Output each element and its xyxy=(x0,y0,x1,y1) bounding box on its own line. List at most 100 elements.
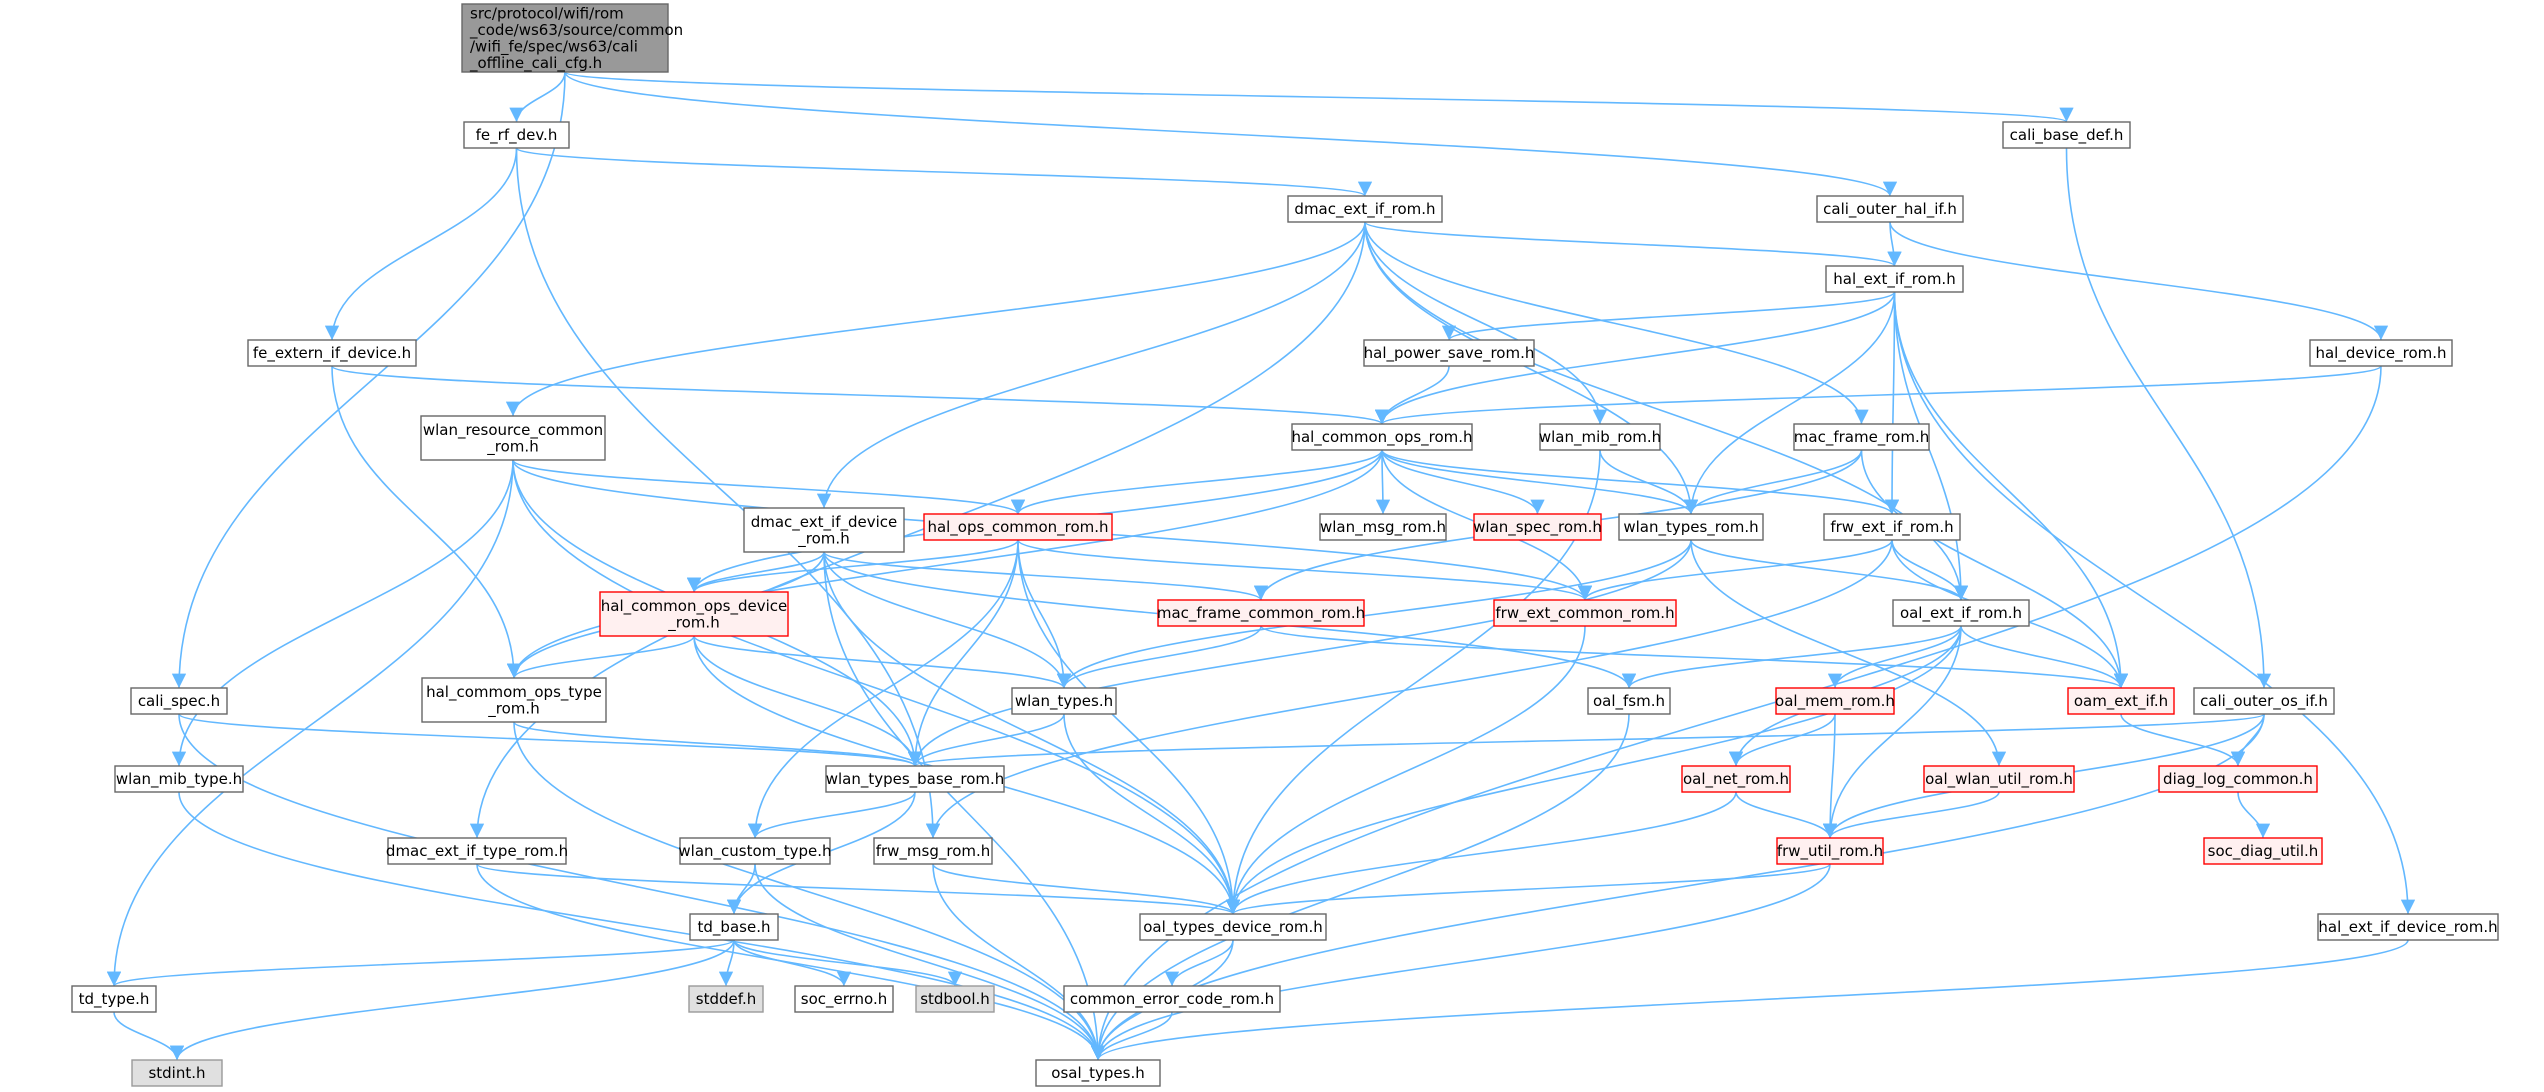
node-wlan-mib-type[interactable]: wlan_mib_type.h xyxy=(114,765,244,793)
node-box xyxy=(1139,913,1327,941)
node-oal-types-device-rom[interactable]: oal_types_device_rom.h xyxy=(1139,913,1327,941)
node-hal-ext-if-device-rom[interactable]: hal_ext_if_device_rom.h xyxy=(2317,913,2499,941)
edge-cali_spec-to-wlan_types_base_rom xyxy=(178,713,922,767)
node-label: stdbool.h xyxy=(920,990,990,1008)
node-fe-rf-dev[interactable]: fe_rf_dev.h xyxy=(463,121,570,149)
node-oal-fsm[interactable]: oal_fsm.h xyxy=(1587,687,1671,715)
node-label: hal_common_ops_rom.h xyxy=(1291,428,1472,447)
node-root[interactable]: src/protocol/wifi/rom_code/ws63/source/c… xyxy=(461,3,683,73)
node-soc-errno[interactable]: soc_errno.h xyxy=(794,985,894,1013)
node-wlan-spec-rom[interactable]: wlan_spec_rom.h xyxy=(1473,513,1602,541)
edge-hal_common_ops_rom-to-hal_ops_common_rom xyxy=(1010,449,1383,515)
node-diag-log-common[interactable]: diag_log_common.h xyxy=(2158,765,2318,793)
node-label: hal_ext_if_device_rom.h xyxy=(2318,918,2497,937)
edge-oal_types_device_rom-to-common_error_code_rom xyxy=(1164,939,1234,987)
node-label: stddef.h xyxy=(696,990,756,1008)
edge-wlan_mib_type-to-osal_types xyxy=(178,791,1106,1061)
node-stddef: stddef.h xyxy=(688,985,764,1013)
node-dmac-ext-if-rom[interactable]: dmac_ext_if_rom.h xyxy=(1287,195,1443,223)
node-hal-commom-ops-type-rom[interactable]: hal_commom_ops_type_rom.h xyxy=(421,677,607,723)
node-label: mac_frame_rom.h xyxy=(1794,428,1929,447)
node-dmac-ext-if-type-rom[interactable]: dmac_ext_if_type_rom.h xyxy=(386,837,568,865)
node-common-error-code-rom[interactable]: common_error_code_rom.h xyxy=(1063,985,1281,1013)
node-label: stdint.h xyxy=(148,1064,205,1082)
node-label: oal_wlan_util_rom.h xyxy=(1925,770,2073,789)
node-frw-ext-common-rom[interactable]: frw_ext_common_rom.h xyxy=(1493,599,1677,627)
node-box xyxy=(421,677,607,723)
node-label: hal_commom_ops_type xyxy=(426,683,602,702)
node-wlan-types[interactable]: wlan_types.h xyxy=(1011,687,1117,715)
edge-dmac_ext_if_device_rom-to-wlan_types xyxy=(823,551,1072,689)
node-soc-diag-util[interactable]: soc_diag_util.h xyxy=(2203,837,2323,865)
node-oal-ext-if-rom[interactable]: oal_ext_if_rom.h xyxy=(1892,599,2030,627)
node-hal-common-ops-rom[interactable]: hal_common_ops_rom.h xyxy=(1291,423,1473,451)
node-label: soc_diag_util.h xyxy=(2208,842,2319,861)
edge-wlan_custom_type-to-td_base xyxy=(726,863,756,915)
edge-hal_ext_if_device_rom-to-osal_types xyxy=(1091,939,2409,1061)
node-label: _rom.h xyxy=(486,437,538,456)
node-hal-common-ops-device-rom[interactable]: hal_common_ops_device_rom.h xyxy=(599,591,789,637)
node-wlan-types-rom[interactable]: wlan_types_rom.h xyxy=(1618,513,1764,541)
node-frw-msg-rom[interactable]: frw_msg_rom.h xyxy=(873,837,993,865)
node-wlan-types-base-rom[interactable]: wlan_types_base_rom.h xyxy=(825,765,1005,793)
node-box xyxy=(114,765,244,793)
node-cali-base-def[interactable]: cali_base_def.h xyxy=(2002,121,2131,149)
node-dmac-ext-if-device-rom[interactable]: dmac_ext_if_device_rom.h xyxy=(743,507,905,553)
edge-td_type-to-stdint xyxy=(113,1011,185,1061)
edge-oal_ext_if_rom-to-oal_fsm xyxy=(1621,625,1962,689)
node-cali-outer-hal-if[interactable]: cali_outer_hal_if.h xyxy=(1816,195,1964,223)
node-oal-wlan-util-rom[interactable]: oal_wlan_util_rom.h xyxy=(1923,765,2075,793)
node-cali-spec[interactable]: cali_spec.h xyxy=(130,687,228,715)
node-box xyxy=(2002,121,2131,149)
node-label: frw_msg_rom.h xyxy=(876,842,991,861)
node-hal-device-rom[interactable]: hal_device_rom.h xyxy=(2309,339,2453,367)
node-box xyxy=(2203,837,2323,865)
node-box xyxy=(463,121,570,149)
edge-hal_ops_common_rom-to-frw_ext_common_rom xyxy=(1017,539,1592,601)
node-oal-mem-rom[interactable]: oal_mem_rom.h xyxy=(1775,687,1895,715)
node-box xyxy=(915,985,995,1013)
node-mac-frame-rom[interactable]: mac_frame_rom.h xyxy=(1793,423,1930,451)
node-box xyxy=(1587,687,1671,715)
node-label: oal_types_device_rom.h xyxy=(1143,918,1323,937)
node-box xyxy=(1035,1059,1161,1087)
node-wlan-resource-common-rom[interactable]: wlan_resource_common_rom.h xyxy=(420,415,606,461)
node-wlan-mib-rom[interactable]: wlan_mib_rom.h xyxy=(1539,423,1661,451)
node-box xyxy=(247,339,417,367)
node-box xyxy=(71,985,157,1013)
node-td-base[interactable]: td_base.h xyxy=(689,913,779,941)
node-oal-net-rom[interactable]: oal_net_rom.h xyxy=(1681,765,1791,793)
node-osal-types[interactable]: osal_types.h xyxy=(1035,1059,1161,1087)
edge-wlan_custom_type-to-osal_types xyxy=(754,863,1106,1061)
edge-cali_outer_hal_if-to-hal_device_rom xyxy=(1889,221,2389,341)
node-box xyxy=(873,837,993,865)
edge-hal_ext_if_rom-to-oam_ext_if xyxy=(1893,291,2129,689)
node-hal-power-save-rom[interactable]: hal_power_save_rom.h xyxy=(1363,339,1535,367)
node-box xyxy=(1793,423,1930,451)
node-frw-util-rom[interactable]: frw_util_rom.h xyxy=(1776,837,1884,865)
node-stdint: stdint.h xyxy=(131,1059,223,1087)
edge-mac_frame_rom-to-oam_ext_if xyxy=(1860,449,2129,689)
node-hal-ops-common-rom[interactable]: hal_ops_common_rom.h xyxy=(923,513,1113,541)
node-oam-ext-if[interactable]: oam_ext_if.h xyxy=(2067,687,2175,715)
node-wlan-msg-rom[interactable]: wlan_msg_rom.h xyxy=(1319,513,1447,541)
edge-hal_commom_ops_type_rom-to-wlan_types_base_rom xyxy=(513,721,922,767)
node-mac-frame-common-rom[interactable]: mac_frame_common_rom.h xyxy=(1157,599,1365,627)
node-td-type[interactable]: td_type.h xyxy=(71,985,157,1013)
node-wlan-custom-type[interactable]: wlan_custom_type.h xyxy=(678,837,832,865)
edge-frw_util_rom-to-osal_types xyxy=(1090,863,1831,1061)
node-box xyxy=(1291,423,1473,451)
node-fe-extern-if-device[interactable]: fe_extern_if_device.h xyxy=(247,339,417,367)
node-label: wlan_mib_type.h xyxy=(116,770,242,789)
node-cali-outer-os-if[interactable]: cali_outer_os_if.h xyxy=(2193,687,2335,715)
edge-oal_ext_if_rom-to-oal_types_device_rom xyxy=(1225,625,1962,915)
node-label: common_error_code_rom.h xyxy=(1070,990,1274,1009)
edge-mac_frame_common_rom-to-oam_ext_if xyxy=(1260,625,2128,689)
node-frw-ext-if-rom[interactable]: frw_ext_if_rom.h xyxy=(1823,513,1961,541)
edge-hal_ops_common_rom-to-oal_types_device_rom xyxy=(1017,539,1241,915)
node-hal-ext-if-rom[interactable]: hal_ext_if_rom.h xyxy=(1825,265,1964,293)
node-label: dmac_ext_if_type_rom.h xyxy=(386,842,568,861)
edge-oam_ext_if-to-diag_log_common xyxy=(2120,713,2246,767)
node-label: osal_types.h xyxy=(1051,1064,1144,1083)
edge-hal_ops_common_rom-to-wlan_types_base_rom xyxy=(907,539,1019,767)
